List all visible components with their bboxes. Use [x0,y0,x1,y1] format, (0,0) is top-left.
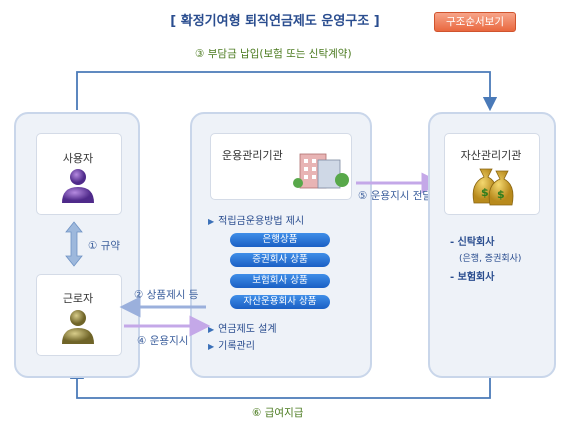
diagram-title: [ 확정기여형 퇴직연금제도 운영구조 ] [170,14,380,29]
product-flow-label: ② 상품제시 등 [134,289,199,301]
instruction-flow-label: ④ 운용지시 [137,335,189,347]
trust-company-sub-label: (은행, 증권회사) [459,254,522,264]
product-pill: 자산운용회사 상품 [230,295,330,309]
money-bag-icon: $ $ [472,168,514,206]
operator-task-method: ▶적립금운용방법 제시 [208,216,305,227]
insurance-company-label: - 보험회사 [450,272,495,283]
product-pill: 증권회사 상품 [230,253,330,267]
employee-label: 근로자 [62,292,94,305]
agreement-flow-label: ① 규약 [88,240,121,252]
employer-label: 사용자 [62,152,94,165]
operator-task-record: ▶기록관리 [208,341,255,352]
relay-flow-label: ⑤ 운용지시 전달 [358,190,433,202]
asset-manager-label: 자산관리기관 [460,149,522,162]
employee-person-icon [62,310,94,344]
agreement-arrow [65,221,83,267]
employer-person-icon [62,169,94,203]
svg-text:$: $ [481,186,489,199]
premium-flow-label: ③ 부담금 납입(보험 또는 신탁계약) [195,48,352,60]
premium-arrow [76,71,498,112]
product-pill: 은행상품 [230,233,330,247]
view-sequence-button[interactable]: 구조순서보기 [434,12,516,32]
building-icon [293,153,349,189]
trust-company-label: - 신탁회사 [450,237,495,248]
benefit-flow-label: ⑥ 급여지급 [252,407,304,419]
operator-task-design: ▶연금제도 설계 [208,324,277,335]
svg-text:$: $ [497,188,505,201]
operator-label: 운용관리기관 [222,149,283,162]
product-pill: 보험회사 상품 [230,274,330,288]
benefit-arrow [69,364,491,399]
